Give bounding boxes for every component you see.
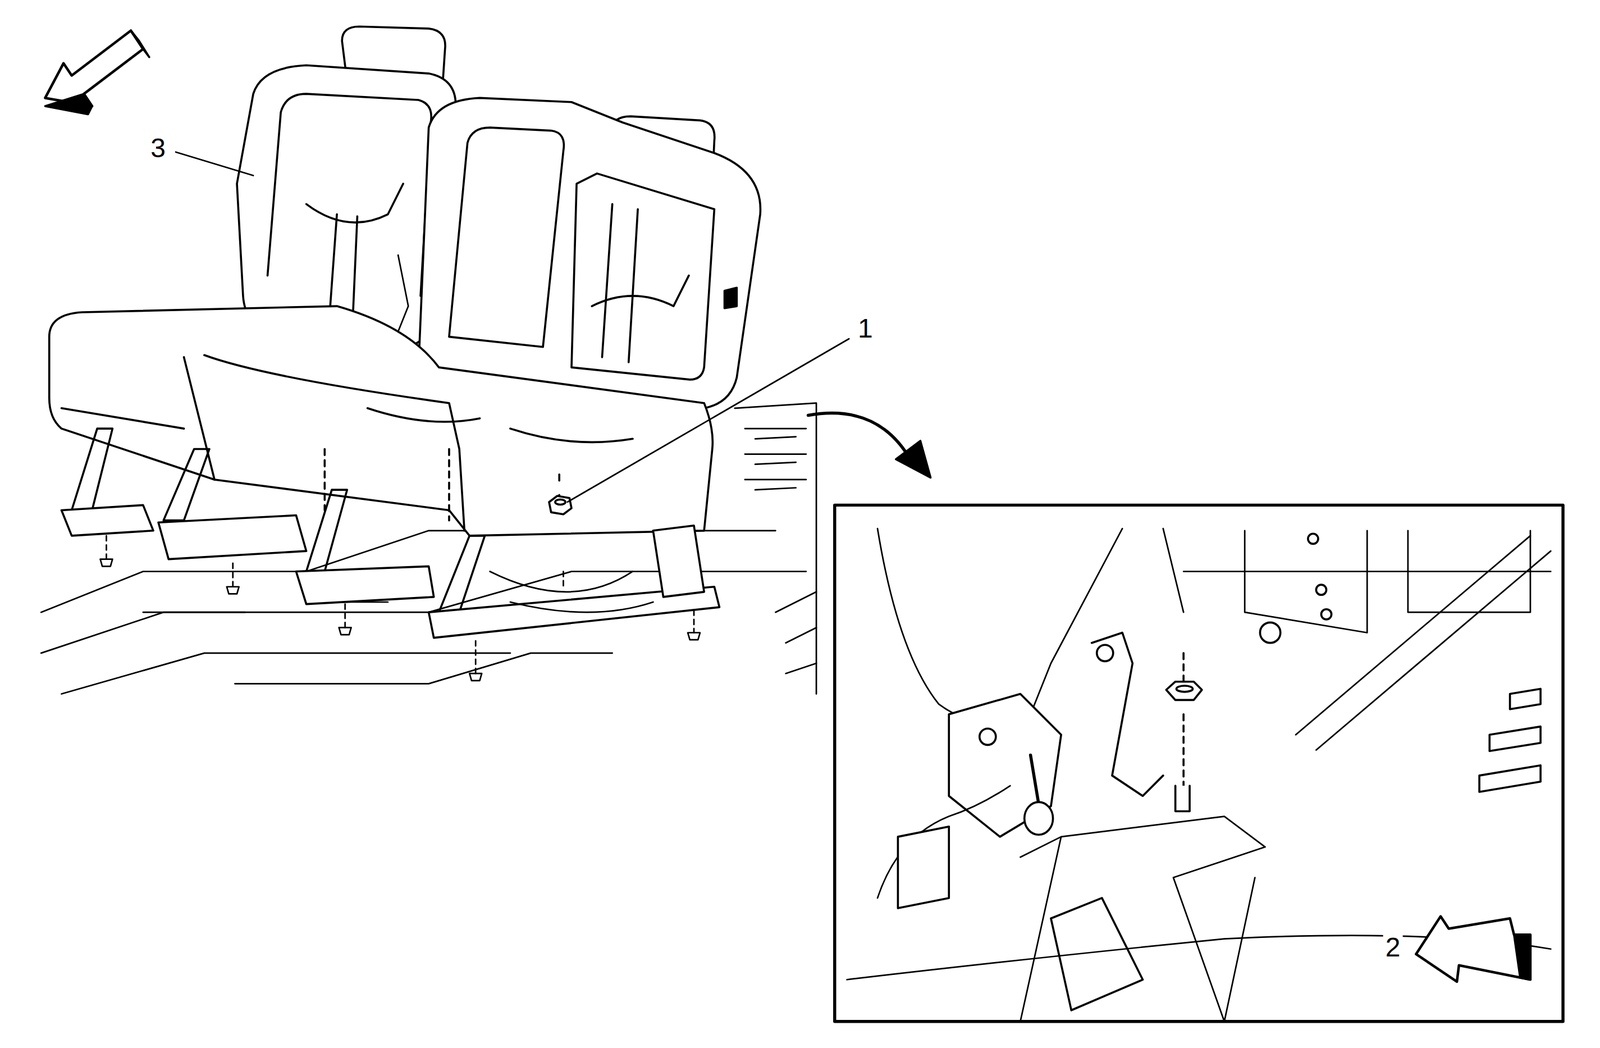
detail-inset (834, 504, 1563, 1021)
callout-number: 3 (148, 133, 168, 163)
direction-arrow-shade (44, 93, 93, 114)
direction-arrow-shade (130, 30, 150, 58)
callout-number: 2 (1383, 932, 1403, 962)
leader-line (567, 338, 849, 502)
bolt (100, 535, 701, 681)
callout-arrow (808, 413, 911, 460)
leader-line (175, 152, 254, 176)
direction-arrow (44, 30, 143, 107)
seat-riser (61, 428, 720, 638)
seat-cushion (49, 305, 713, 536)
callout-arrowhead (896, 440, 931, 478)
callout-number: 1 (855, 313, 876, 344)
nut (549, 495, 572, 515)
